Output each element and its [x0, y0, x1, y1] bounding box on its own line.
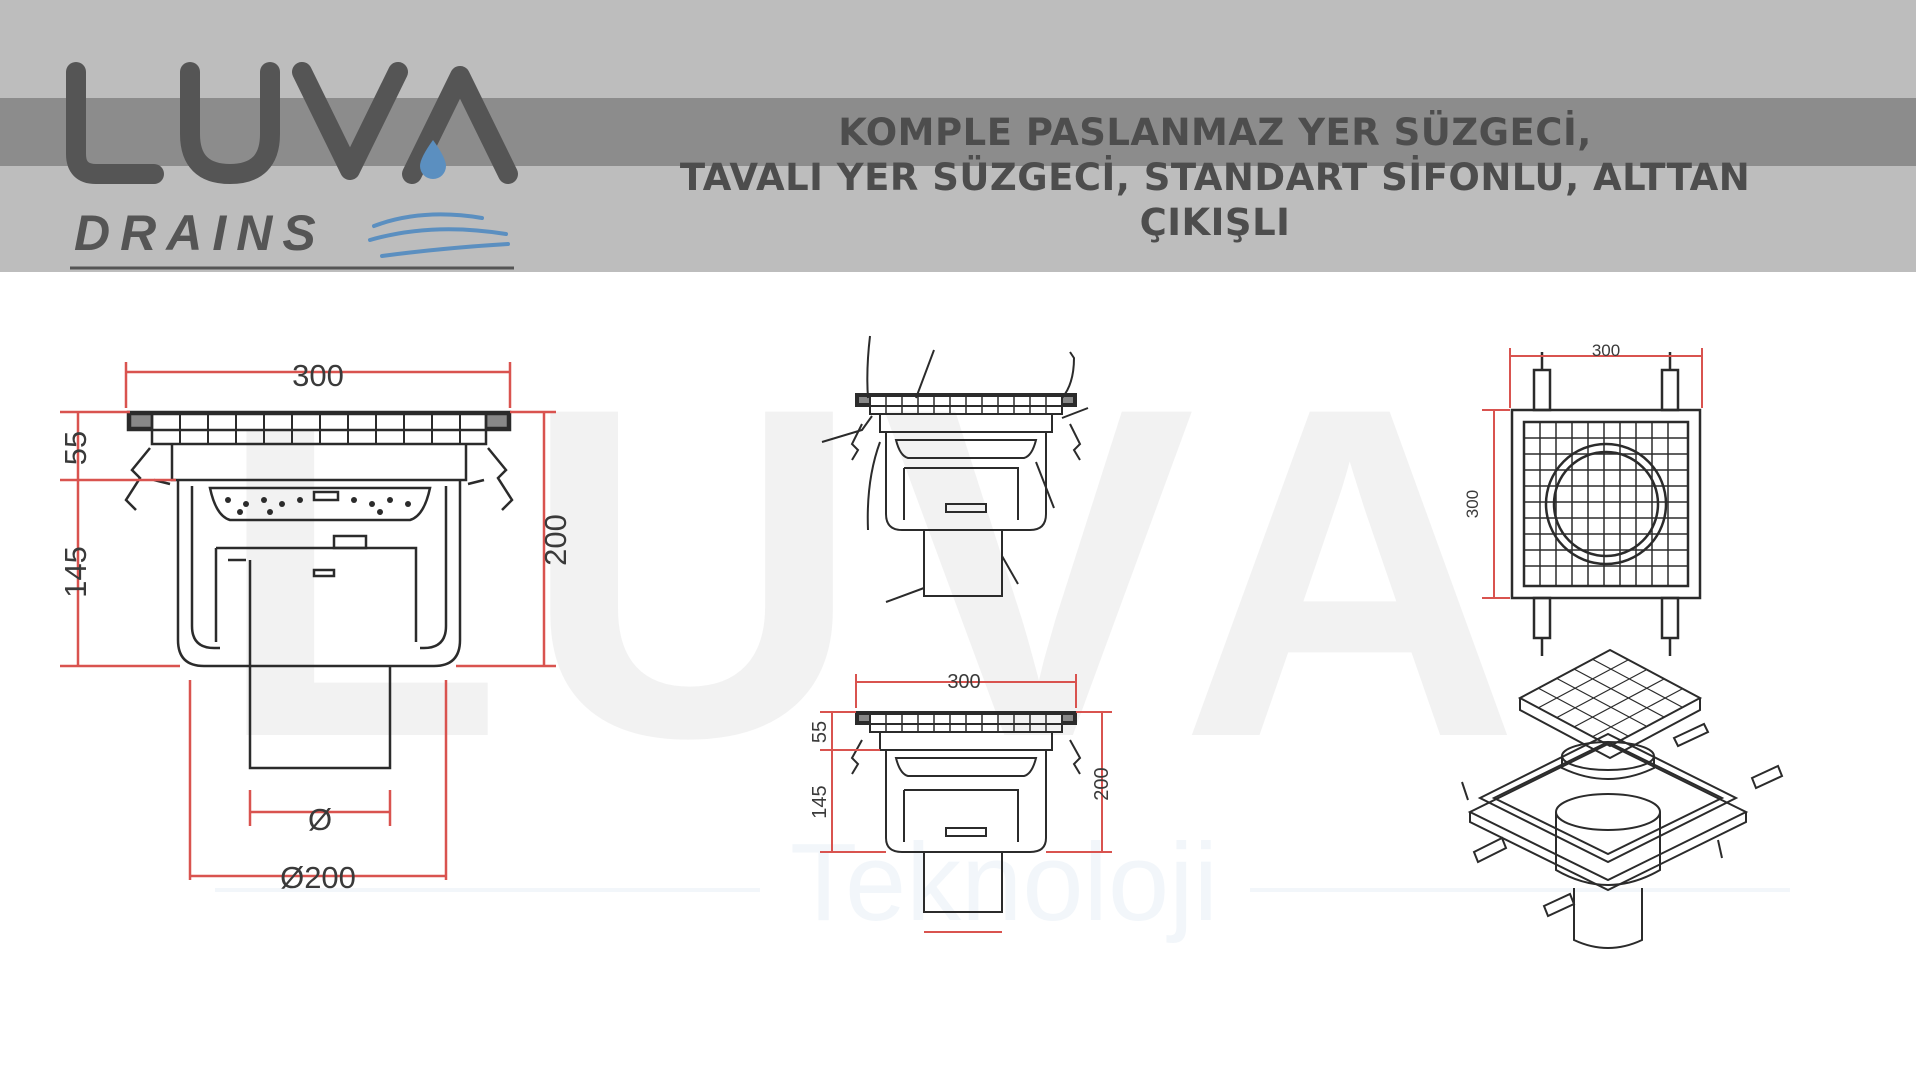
title-line-2: TAVALI YER SÜZGECİ, STANDART SİFONLU, AL… [679, 156, 1751, 199]
grate-top-view-icon [1510, 352, 1702, 656]
main-height-lower-label: 145 [58, 546, 93, 598]
water-drop-icon [420, 140, 446, 179]
watermark-sub-text: Teknoloji [790, 821, 1218, 944]
watermark-text: LUVA [215, 310, 1540, 835]
exploded-isometric-view [1461, 648, 1784, 949]
small-height-upper-label: 55 [809, 721, 831, 743]
water-waves-icon [368, 212, 510, 258]
title-line-3: ÇIKIŞLI [1139, 201, 1291, 244]
main-height-total-label: 200 [538, 514, 573, 566]
top-view-dimension-lines [1482, 348, 1703, 599]
top-view-height-label: 300 [1463, 490, 1482, 518]
main-dimension-lines [60, 362, 556, 880]
small-dimension-lines [820, 674, 1112, 933]
luva-drains-logo: DRAINS [66, 62, 518, 270]
small-section-bottom [850, 711, 1082, 913]
main-height-upper-label: 55 [58, 431, 93, 465]
main-outlet-label: Ø [308, 802, 332, 837]
small-section-top [821, 335, 1089, 603]
main-width-label: 300 [292, 358, 344, 393]
header-edge [1916, 0, 1920, 272]
page-title: KOMPLE PASLANMAZ YER SÜZGECİ, TAVALI YER… [630, 110, 1800, 245]
main-section-drawing [124, 410, 514, 770]
small-width-label: 300 [947, 671, 980, 693]
title-line-1: KOMPLE PASLANMAZ YER SÜZGECİ, [838, 111, 1592, 154]
small-height-lower-label: 145 [809, 785, 831, 818]
small-height-total-label: 200 [1091, 767, 1113, 800]
logo-sub-text: DRAINS [74, 205, 326, 261]
main-outlet-outer-label: Ø200 [280, 860, 356, 895]
top-view-width-label: 300 [1592, 341, 1620, 360]
